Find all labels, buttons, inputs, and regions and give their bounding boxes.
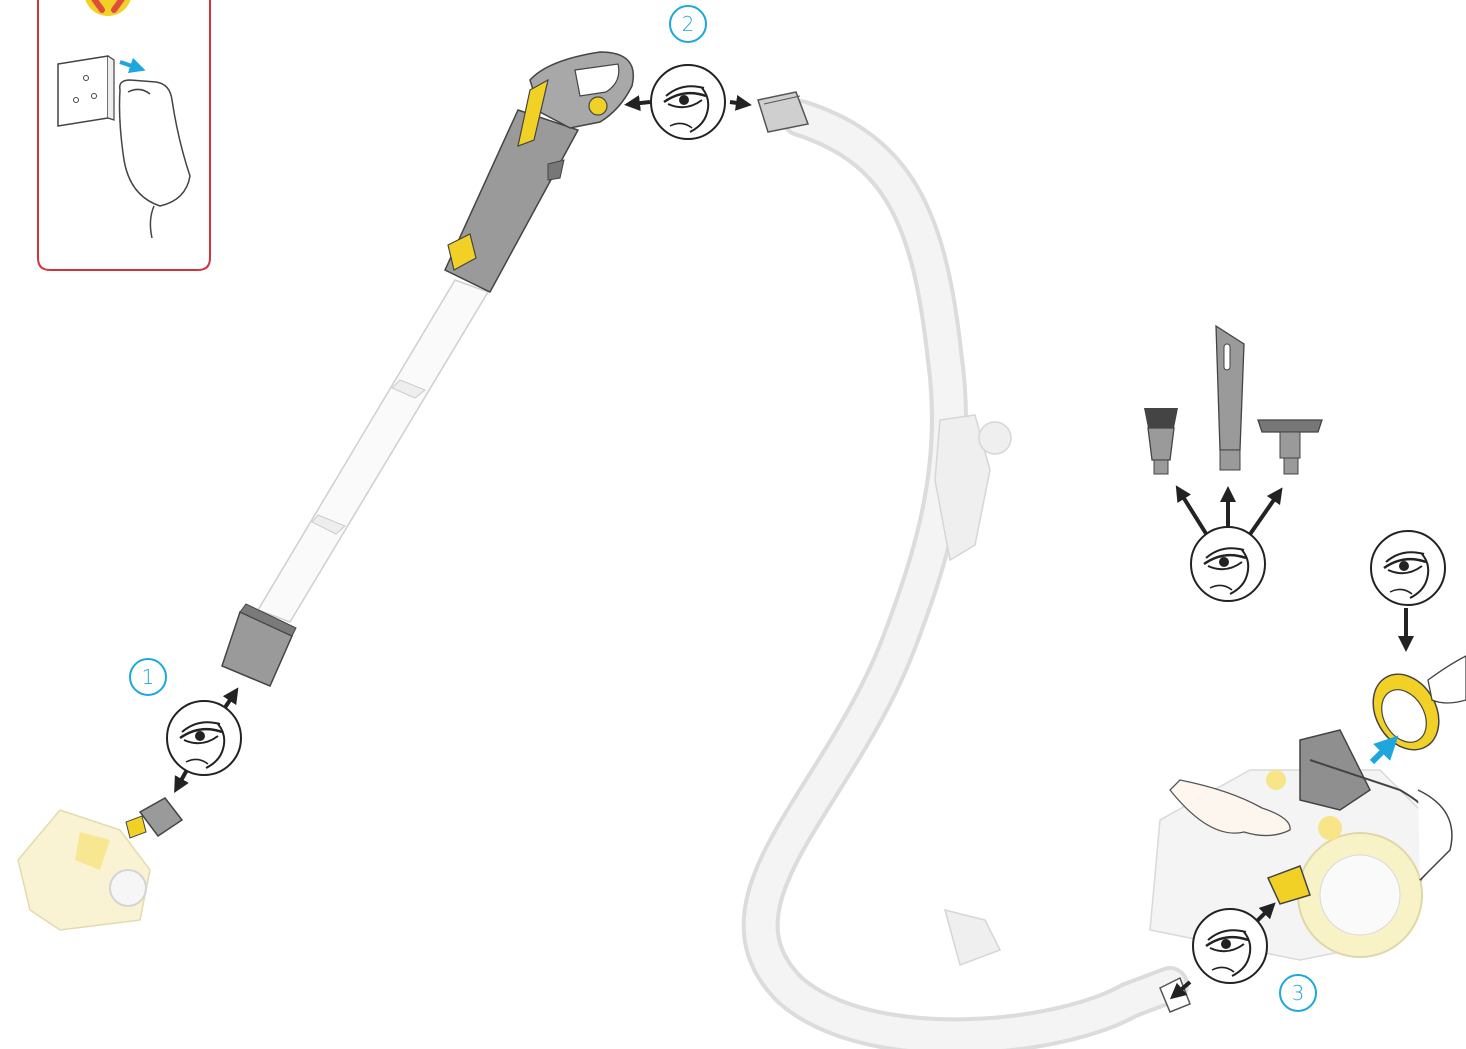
step-badge-2: 2 bbox=[670, 6, 706, 42]
crevice-tool-icon bbox=[1216, 326, 1244, 470]
unplug-warning-panel bbox=[38, 0, 210, 270]
eye-inspect-icon bbox=[167, 701, 241, 775]
hose-cuff bbox=[758, 92, 808, 132]
step-number: 1 bbox=[142, 665, 155, 689]
step-badge-1: 1 bbox=[130, 659, 166, 695]
upholstery-tool-icon bbox=[1258, 420, 1322, 474]
hand-unplugging-icon bbox=[120, 80, 191, 238]
wand-handle bbox=[445, 52, 633, 292]
no-symbol-icon bbox=[82, 0, 134, 16]
eye-inspect-icon bbox=[1191, 527, 1265, 601]
floor-tool-neck bbox=[126, 798, 182, 838]
step-number: 2 bbox=[682, 12, 695, 36]
brush-tool-icon bbox=[1144, 408, 1178, 474]
wand-clear-tube bbox=[258, 280, 488, 622]
hose bbox=[761, 118, 1170, 1036]
eye-inspect-icon bbox=[651, 65, 725, 139]
cyclone-body bbox=[1150, 730, 1452, 960]
eye-inspect-icon bbox=[1371, 531, 1445, 605]
pull-arrow-icon bbox=[120, 62, 138, 68]
insert-filter-arrow-icon bbox=[1372, 744, 1390, 762]
step-number: 3 bbox=[1292, 981, 1305, 1005]
pre-filter bbox=[1360, 656, 1466, 762]
eye-inspect-icon bbox=[1193, 909, 1267, 983]
wall-socket-icon bbox=[58, 56, 114, 126]
step-badge-3: 3 bbox=[1280, 975, 1316, 1011]
hose-clip bbox=[935, 415, 1011, 965]
